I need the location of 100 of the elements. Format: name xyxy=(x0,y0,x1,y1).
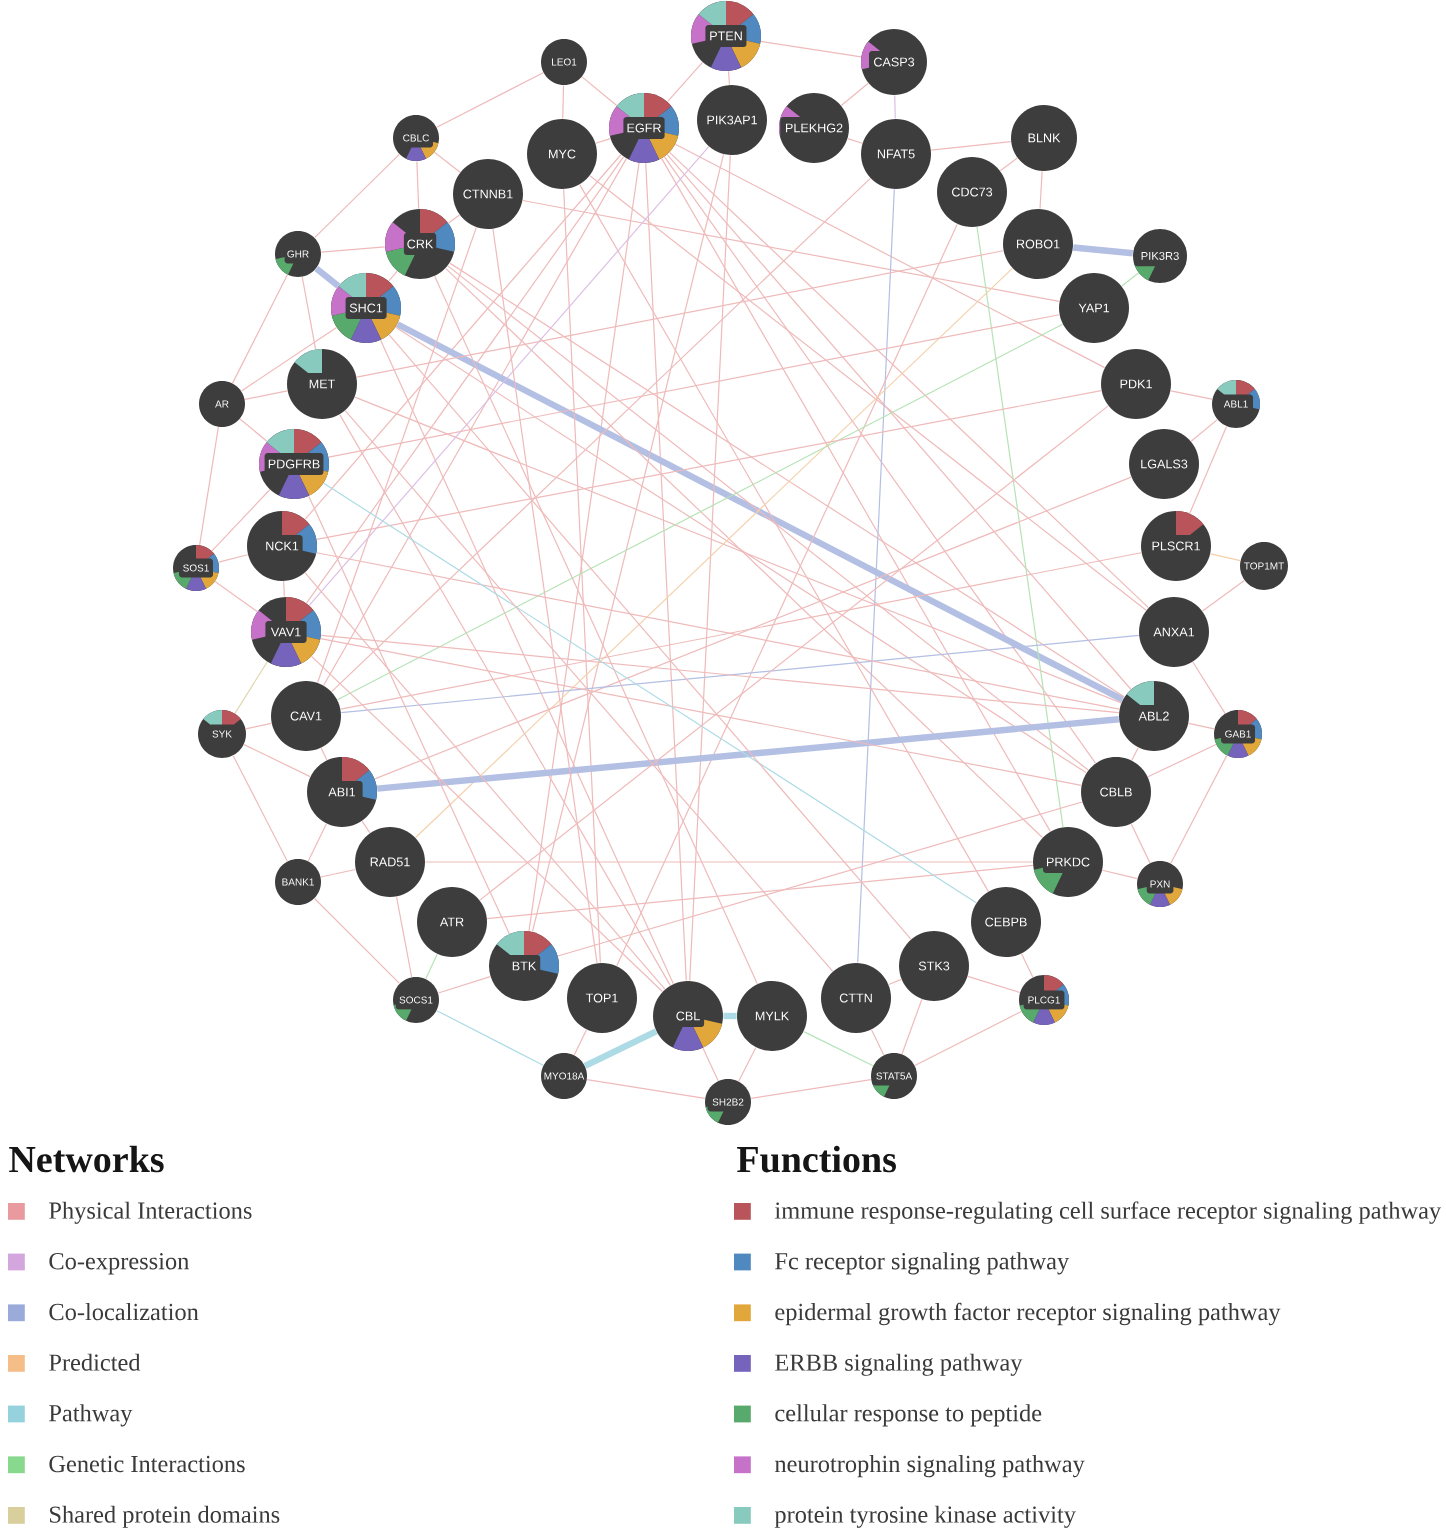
legend-label: Co-expression xyxy=(49,1253,189,1275)
interaction-line xyxy=(447,214,461,224)
interaction-line xyxy=(374,476,1132,780)
interaction-line xyxy=(528,162,640,932)
interaction-line xyxy=(1131,747,1139,761)
interaction-line xyxy=(674,143,1106,369)
interaction-line xyxy=(1121,272,1140,287)
interaction-line xyxy=(436,1010,544,1066)
interaction-line xyxy=(437,976,491,994)
interaction-line xyxy=(304,572,666,990)
interaction-line xyxy=(320,638,1082,786)
interaction-line xyxy=(522,199,1060,303)
interaction-line xyxy=(616,223,958,967)
interaction-line xyxy=(1170,755,1228,864)
legend-label: immune response-regulating cell surface receptor signaling pathway xyxy=(774,1201,1442,1224)
interaction-line xyxy=(1190,419,1218,442)
interaction-line xyxy=(579,184,989,892)
interaction-line xyxy=(1072,244,1134,257)
interaction-line xyxy=(486,864,1034,920)
interaction-line xyxy=(314,266,341,289)
interaction-line xyxy=(888,978,902,986)
interaction-line xyxy=(388,270,398,282)
interaction-line xyxy=(307,823,328,862)
legend-label: ERBB signaling pathway xyxy=(775,1353,1023,1376)
interaction-line xyxy=(531,153,725,933)
legend-label: Pathway xyxy=(49,1404,133,1427)
interaction-line xyxy=(395,321,1125,703)
interaction-line xyxy=(388,334,912,940)
interaction-line xyxy=(976,226,1064,828)
interaction-line xyxy=(434,275,758,985)
interaction-line xyxy=(199,426,219,546)
interaction-line xyxy=(492,228,598,964)
interaction-line xyxy=(663,156,1097,764)
legend-label: protein tyrosine kinase activity xyxy=(774,1505,1076,1528)
legend-label: epidermal growth factor receptor signaling pathway xyxy=(775,1302,1281,1326)
interaction-line xyxy=(1147,743,1217,778)
interaction-line xyxy=(304,154,622,520)
interaction-line xyxy=(305,156,625,604)
interaction-line xyxy=(376,716,1120,792)
interaction-line xyxy=(316,389,1102,540)
interaction-line xyxy=(301,276,317,350)
interaction-line xyxy=(239,418,268,442)
interaction-line xyxy=(361,820,371,834)
interaction-line xyxy=(563,188,601,964)
legend-label: Fc receptor signaling pathway xyxy=(775,1252,1070,1275)
legend-heading: Functions xyxy=(737,1145,896,1173)
interaction-line xyxy=(894,94,896,120)
interaction-line xyxy=(573,1029,588,1056)
interaction-line xyxy=(595,138,611,144)
interaction-line xyxy=(354,396,1122,704)
legend-heading: Networks xyxy=(9,1145,164,1173)
interaction-line xyxy=(857,188,895,964)
interaction-line xyxy=(1189,425,1228,514)
interaction-line xyxy=(586,1079,706,1099)
interaction-line xyxy=(1130,823,1151,864)
interaction-line xyxy=(356,250,1004,378)
interaction-line xyxy=(311,655,663,993)
interaction-line xyxy=(840,82,869,107)
interaction-line xyxy=(930,140,1012,151)
interaction-line xyxy=(308,495,510,935)
interaction-line xyxy=(313,897,401,985)
interaction-line xyxy=(914,1010,1022,1066)
interaction-line xyxy=(314,153,400,239)
interaction-line xyxy=(1039,170,1043,210)
interaction-line xyxy=(433,151,461,173)
interaction-line xyxy=(581,76,618,107)
interaction-line xyxy=(308,146,710,606)
interaction-line xyxy=(317,226,477,684)
interaction-line xyxy=(320,747,328,761)
interaction-line xyxy=(320,868,356,878)
interaction-line xyxy=(803,1031,874,1067)
legend-label: neurotrophin signaling pathway xyxy=(774,1455,1085,1478)
interaction-line xyxy=(380,339,674,985)
interaction-line xyxy=(234,661,268,714)
interaction-line xyxy=(211,489,271,552)
legend-label: Genetic Interactions xyxy=(49,1455,245,1473)
legend-label: cellular response to peptide xyxy=(775,1404,1042,1427)
interaction-line xyxy=(723,1012,737,1020)
interaction-line xyxy=(436,72,544,128)
legend-label: Physical Interactions xyxy=(49,1201,252,1224)
interaction-line xyxy=(847,138,863,144)
interaction-line xyxy=(1188,722,1215,730)
interaction-line xyxy=(999,157,1018,172)
interaction-line xyxy=(669,151,1149,609)
interaction-line xyxy=(449,262,1125,698)
interaction-line xyxy=(738,1046,757,1082)
interaction-line xyxy=(395,896,413,978)
interaction-line xyxy=(244,390,288,400)
interaction-line xyxy=(727,70,731,86)
interaction-line xyxy=(243,744,311,778)
interaction-line xyxy=(901,998,923,1055)
interaction-line xyxy=(447,265,1089,771)
interaction-line xyxy=(240,327,338,392)
interaction-line xyxy=(245,722,272,730)
interaction-line xyxy=(666,154,1132,690)
interaction-line xyxy=(589,175,1147,611)
interaction-line xyxy=(214,580,258,613)
interaction-line xyxy=(1201,579,1245,612)
interaction-line xyxy=(870,1029,885,1056)
interaction-line xyxy=(323,482,977,904)
